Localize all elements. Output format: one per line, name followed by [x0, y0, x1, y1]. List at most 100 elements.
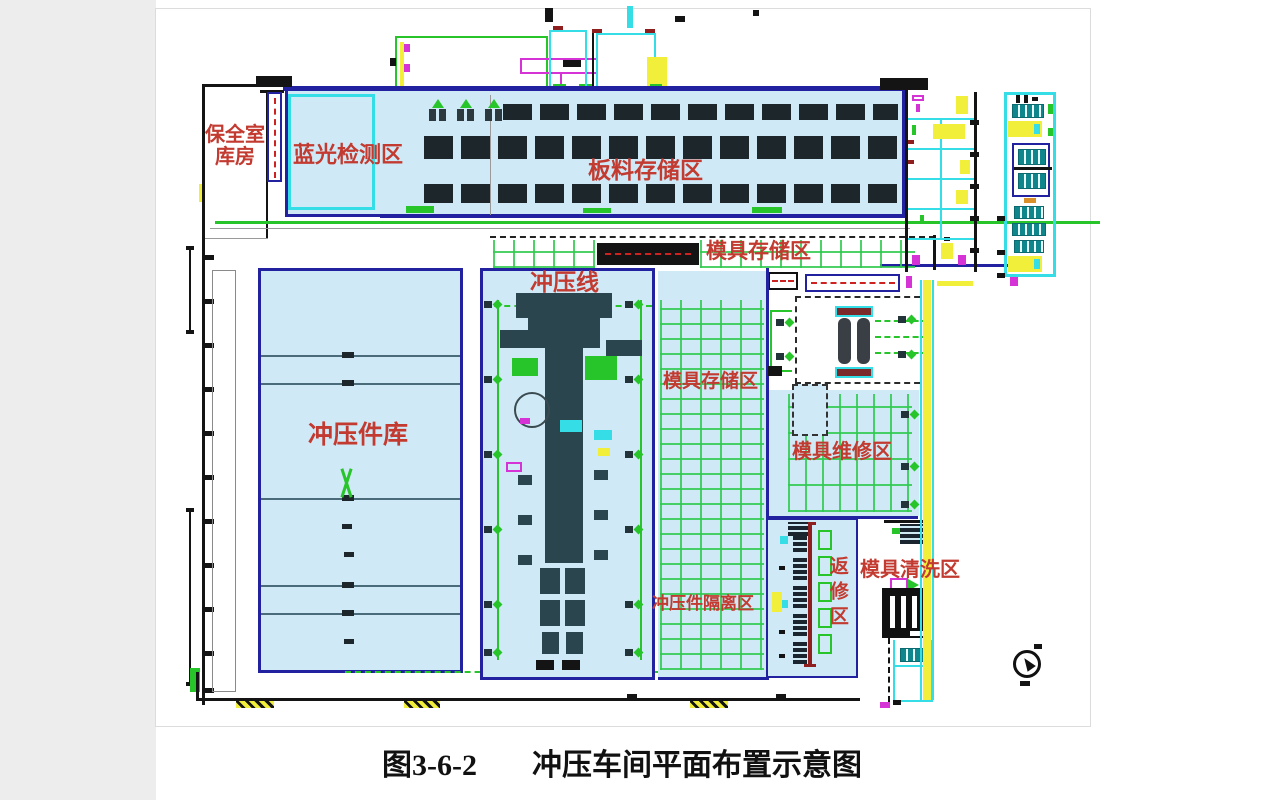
bay-divider	[261, 383, 460, 385]
rework-rack	[793, 586, 807, 608]
press-side-block	[518, 515, 532, 525]
compass-mark	[1034, 644, 1042, 649]
canopy-block	[880, 78, 928, 90]
stair-box	[1008, 121, 1042, 137]
glyph-green	[633, 647, 644, 658]
pipe-mark	[404, 64, 410, 72]
forklift-body	[457, 109, 464, 121]
press-segment	[566, 632, 583, 654]
press-side-block	[594, 470, 608, 480]
top-wall-left	[202, 84, 284, 87]
stair-box	[1008, 256, 1042, 272]
rework-rail-end	[804, 522, 816, 525]
stair-box	[933, 124, 965, 139]
wall-marker	[199, 184, 204, 202]
pipe-mark	[912, 255, 920, 265]
glyph-dark	[484, 451, 492, 458]
toilet-fixture	[1018, 149, 1046, 165]
washer-notch	[910, 631, 924, 636]
line-glyph	[484, 599, 503, 610]
press-lobe	[838, 318, 851, 364]
line-glyph	[901, 461, 920, 472]
press-arm	[500, 330, 530, 348]
line-glyph	[776, 351, 795, 362]
pipe-mark	[520, 418, 530, 424]
forklift-icon	[456, 99, 476, 121]
zone-border	[766, 516, 918, 519]
forklift-body	[495, 109, 502, 121]
cleaning-fixture	[900, 524, 926, 544]
washer-slot	[890, 596, 895, 628]
press-column	[545, 348, 583, 563]
wall-tick	[205, 563, 214, 568]
label-mold-storage-mid: 模具存储区	[663, 371, 759, 392]
glyph-dark	[625, 649, 633, 656]
rework-rack	[793, 642, 807, 664]
zone-border	[766, 268, 769, 680]
mold-rack-grid	[700, 240, 915, 268]
press-arm	[606, 340, 642, 356]
glyph-green	[909, 461, 920, 472]
marker-yellow	[598, 448, 610, 456]
fence-line	[189, 246, 191, 334]
line-glyph	[625, 299, 644, 310]
wall-tick	[997, 250, 1005, 255]
annex-yellow-line	[400, 42, 404, 86]
crane-glyph	[768, 272, 798, 290]
conveyor-line-gray	[210, 228, 910, 229]
glyph-green	[492, 599, 503, 610]
wall-tick	[970, 248, 979, 253]
column-mark	[344, 552, 354, 557]
pipe-line	[893, 700, 933, 702]
arrow-up-icon	[460, 99, 472, 108]
column-mark	[342, 610, 354, 616]
rework-rail-end	[804, 664, 816, 667]
press-feeder-green	[512, 358, 538, 376]
bay-divider	[261, 498, 460, 500]
press-head	[516, 293, 612, 318]
cyan-unit	[594, 430, 612, 440]
glyph-green	[633, 599, 644, 610]
wall-tick	[970, 184, 979, 189]
label-press-line: 冲压线	[530, 270, 599, 295]
label-stamped-parts-isolation: 冲压件隔离区	[652, 594, 754, 613]
pipe-mark	[880, 702, 890, 708]
room-wall	[974, 92, 977, 272]
conveyor-line-green	[215, 221, 1100, 224]
press-side-block	[518, 555, 532, 565]
fence-tick	[186, 330, 194, 334]
figure-title: 冲压车间平面布置示意图	[531, 749, 862, 782]
urinal-cluster	[1014, 240, 1044, 253]
pipe-line	[893, 665, 933, 667]
line-glyph	[898, 314, 917, 325]
glyph-green	[633, 299, 644, 310]
wall-stub	[390, 58, 396, 66]
line-glyph	[625, 647, 644, 658]
column-mark	[342, 582, 354, 588]
press-side-block	[594, 550, 608, 560]
label-sheet-storage-zone: 板料存储区	[588, 158, 703, 183]
stair-box	[647, 57, 667, 87]
glyph-dark	[625, 451, 633, 458]
marker-green	[892, 528, 900, 534]
roof-tick	[553, 26, 563, 30]
stair-box	[960, 160, 970, 174]
left-wall	[202, 85, 205, 705]
column-mark	[779, 654, 785, 658]
roof-tick	[645, 29, 655, 33]
machine-centerline	[605, 253, 691, 257]
bottom-wall-stub	[196, 672, 199, 700]
roof-glyph	[1024, 95, 1028, 103]
rework-rack	[793, 558, 807, 580]
glyph-dark	[625, 526, 633, 533]
roof-glyph	[1032, 97, 1038, 101]
glyph-green	[492, 449, 503, 460]
sheet-rack-row	[424, 136, 898, 159]
line-glyph	[901, 499, 920, 510]
boundary-dashed	[888, 638, 890, 702]
fence-line	[189, 508, 191, 686]
forklift-body	[439, 109, 446, 121]
press-cap	[835, 367, 873, 378]
column-mark	[779, 630, 785, 634]
